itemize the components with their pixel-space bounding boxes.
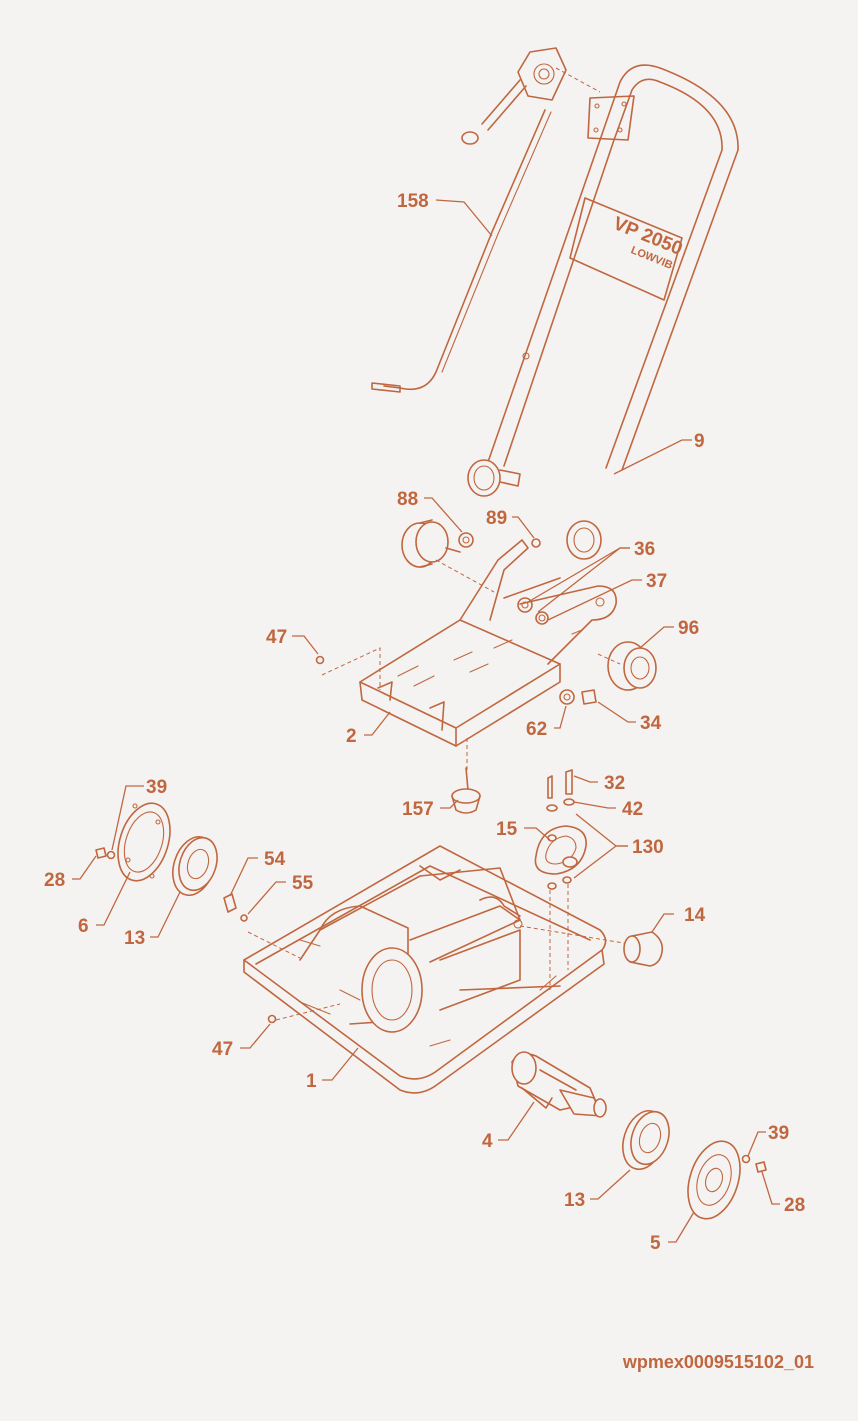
callout-47-lower: 47: [212, 1039, 233, 1060]
callout-36: 36: [634, 539, 655, 560]
callout-88: 88: [397, 489, 418, 510]
callout-42: 42: [622, 799, 643, 820]
upper-mounts: [401, 519, 657, 705]
callout-14: 14: [684, 905, 706, 926]
callout-28-right: 28: [784, 1195, 805, 1216]
leader-lines: [72, 199, 780, 1243]
callout-labels: 158 9 88 89 36 37 96 47 2 62 34 157 32 4…: [44, 191, 805, 1254]
callout-13-right: 13: [564, 1190, 585, 1211]
callout-89: 89: [486, 508, 507, 529]
callout-37: 37: [646, 571, 667, 592]
callout-130: 130: [632, 837, 664, 858]
callout-39-left: 39: [146, 777, 167, 798]
callout-158: 158: [397, 191, 429, 212]
callout-2: 2: [346, 726, 357, 747]
callout-39-right: 39: [768, 1123, 789, 1144]
callout-34: 34: [640, 713, 662, 734]
callout-28-left: 28: [44, 870, 65, 891]
engine-plate: [315, 539, 617, 770]
callout-5: 5: [650, 1233, 661, 1254]
callout-96: 96: [678, 618, 699, 639]
reference-code: wpmex0009515102_01: [622, 1352, 814, 1372]
callout-157: 157: [402, 799, 434, 820]
callout-47-upper: 47: [266, 627, 287, 648]
left-bearing-parts: [95, 802, 248, 922]
base-plate: [243, 845, 631, 1094]
rubber-buffer: [623, 931, 664, 967]
handle-assembly: VP 2050 LOWVIB: [467, 64, 739, 560]
callout-1: 1: [306, 1071, 317, 1092]
callout-4: 4: [482, 1131, 493, 1152]
callout-13-left: 13: [124, 928, 145, 949]
callout-9: 9: [694, 431, 705, 452]
throttle-cable: [371, 47, 601, 393]
shock-mount: [451, 767, 481, 814]
callout-32: 32: [604, 773, 625, 794]
callout-54: 54: [264, 849, 286, 870]
exciter-shaft: [511, 1051, 607, 1118]
callout-6: 6: [78, 916, 89, 937]
callout-55: 55: [292, 873, 314, 894]
right-bearing-parts: [622, 1110, 767, 1220]
callout-15: 15: [496, 819, 518, 840]
callout-62: 62: [526, 719, 547, 740]
